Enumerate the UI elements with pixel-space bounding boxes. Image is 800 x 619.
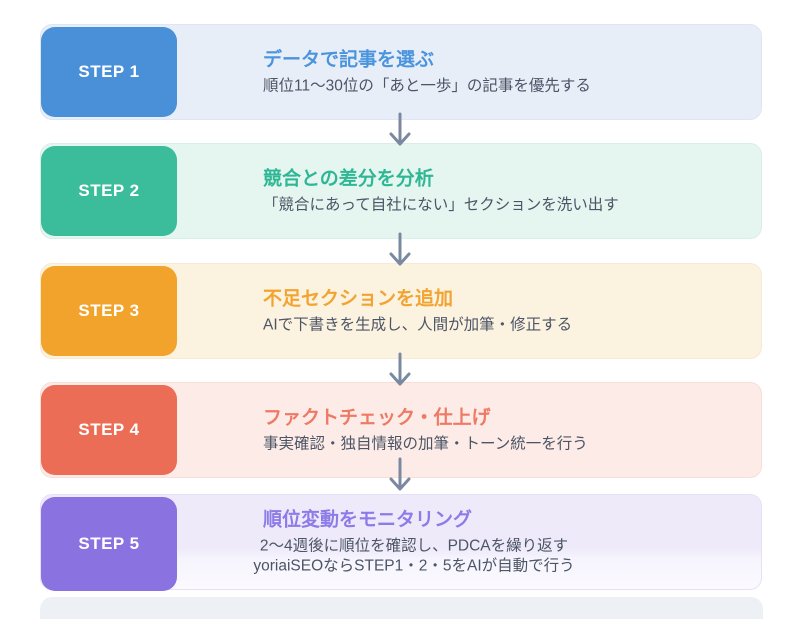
step-4-content: ファクトチェック・仕上げ 事実確認・独自情報の加筆・トーン統一を行う bbox=[177, 406, 761, 455]
arrow-down-icon bbox=[387, 352, 413, 388]
step-3-badge-label: STEP 3 bbox=[78, 301, 140, 320]
step-5-description-line1: 2〜4週後に順位を確認し、PDCAを繰り返す bbox=[259, 537, 569, 555]
step-2-content: 競合との差分を分析 「競合にあって自社にない」セクションを洗い出す bbox=[177, 167, 761, 216]
step-5-description: 2〜4週後に順位を確認し、PDCAを繰り返す yoriaiSEOならSTEP1・… bbox=[177, 537, 761, 577]
step-3-badge: STEP 3 bbox=[41, 266, 177, 356]
step-5-description-line2: yoriaiSEOならSTEP1・2・5をAIが自動で行う bbox=[253, 557, 575, 575]
step-1-card: STEP 1 データで記事を選ぶ 順位11〜30位の「あと一歩」の記事を優先する bbox=[40, 24, 762, 120]
step-1-content: データで記事を選ぶ 順位11〜30位の「あと一歩」の記事を優先する bbox=[177, 48, 761, 97]
step-5-badge-label: STEP 5 bbox=[78, 534, 140, 553]
arrow-down-icon bbox=[387, 232, 413, 268]
step-2-title: 競合との差分を分析 bbox=[263, 168, 434, 190]
step-3-card: STEP 3 不足セクションを追加 AIで下書きを生成し、人間が加筆・修正する bbox=[40, 263, 762, 359]
arrow-down-icon bbox=[387, 112, 413, 148]
step-4-description: 事実確認・独自情報の加筆・トーン統一を行う bbox=[263, 435, 588, 453]
step-2-badge-label: STEP 2 bbox=[78, 181, 140, 200]
step-3-title: 不足セクションを追加 bbox=[263, 288, 454, 310]
step-3-content: 不足セクションを追加 AIで下書きを生成し、人間が加筆・修正する bbox=[177, 287, 761, 336]
step-5-card: STEP 5 順位変動をモニタリング 2〜4週後に順位を確認し、PDCAを繰り返… bbox=[40, 494, 762, 591]
step-1-title: データで記事を選ぶ bbox=[263, 49, 435, 71]
step-5-badge: STEP 5 bbox=[41, 497, 177, 591]
step-3-description: AIで下書きを生成し、人間が加筆・修正する bbox=[263, 316, 573, 334]
step-1-badge-label: STEP 1 bbox=[78, 62, 140, 81]
step-2-badge: STEP 2 bbox=[41, 146, 177, 236]
step-2-card: STEP 2 競合との差分を分析 「競合にあって自社にない」セクションを洗い出す bbox=[40, 143, 762, 239]
step-5-content: 順位変動をモニタリング 2〜4週後に順位を確認し、PDCAを繰り返す yoria… bbox=[177, 508, 761, 577]
step-4-badge-label: STEP 4 bbox=[78, 420, 140, 439]
next-section-top-edge bbox=[40, 597, 763, 619]
step-5-title: 順位変動をモニタリング bbox=[263, 509, 473, 531]
step-2-description: 「競合にあって自社にない」セクションを洗い出す bbox=[263, 196, 619, 214]
arrow-down-icon bbox=[387, 457, 413, 493]
step-4-badge: STEP 4 bbox=[41, 385, 177, 475]
step-1-badge: STEP 1 bbox=[41, 27, 177, 117]
step-1-description: 順位11〜30位の「あと一歩」の記事を優先する bbox=[263, 77, 591, 95]
step-4-title: ファクトチェック・仕上げ bbox=[263, 407, 491, 429]
